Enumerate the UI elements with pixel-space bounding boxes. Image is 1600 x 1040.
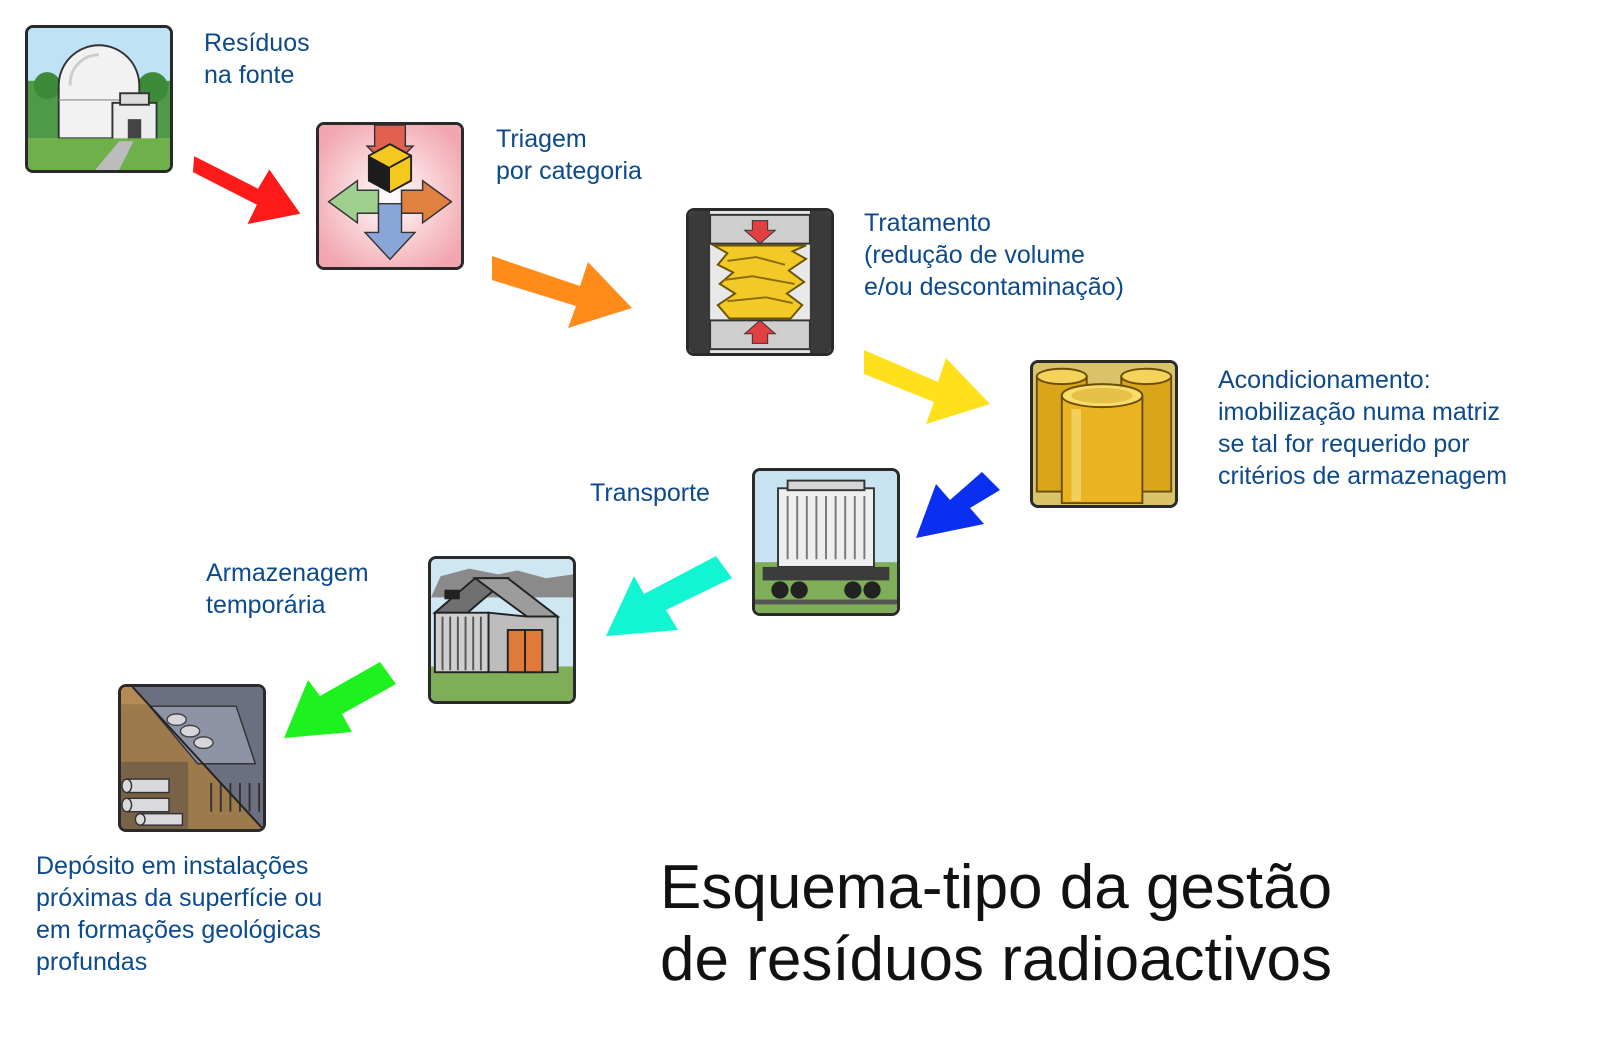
step-label-treatment: Tratamento (redução de volume e/ou desco… — [864, 207, 1124, 303]
label-line: imobilização numa matriz — [1218, 398, 1501, 426]
arrow-treatment-to-conditioning — [864, 350, 990, 424]
label-line: Transporte — [590, 479, 710, 507]
label-line: Depósito em instalações — [36, 852, 309, 880]
label-line: em formações geológicas — [36, 916, 321, 944]
nuclear-plant-icon — [28, 28, 170, 170]
title-line: Esquema-tipo da gestão — [660, 853, 1333, 922]
arrow-sorting-to-treatment — [492, 256, 632, 328]
tile-conditioning — [1030, 360, 1178, 508]
label-line: Triagem — [496, 125, 587, 153]
title-line: de resíduos radioactivos — [660, 925, 1333, 994]
arrow-source-to-sorting — [192, 156, 301, 225]
arrow-conditioning-to-transport — [916, 472, 1000, 538]
tile-treatment — [686, 208, 834, 356]
label-line: Resíduos — [204, 29, 310, 57]
arrow-storage-to-disposal — [284, 662, 396, 738]
arrow-shape — [192, 156, 301, 225]
rail-wagon-icon — [755, 471, 897, 613]
tile-transport — [752, 468, 900, 616]
drums-icon — [1033, 363, 1175, 505]
step-label-source: Resíduos na fonte — [204, 27, 310, 91]
label-line: Armazenagem — [206, 559, 369, 587]
step-label-disposal: Depósito em instalações próximas da supe… — [36, 850, 322, 978]
label-line: Tratamento — [864, 209, 991, 237]
label-line: critérios de armazenagem — [1218, 462, 1508, 490]
arrow-shape — [284, 662, 396, 738]
step-label-storage: Armazenagem temporária — [206, 557, 369, 621]
label-line: (redução de volume — [864, 241, 1085, 269]
arrow-shape — [864, 350, 990, 424]
label-line: temporária — [206, 591, 326, 619]
geological-repository-icon — [121, 687, 263, 829]
label-line: se tal for requerido por — [1218, 430, 1470, 458]
tile-storage — [428, 556, 576, 704]
arrow-shape — [916, 472, 1000, 538]
sorting-arrows-icon — [319, 125, 461, 267]
label-line: Acondicionamento: — [1218, 366, 1431, 394]
tile-source — [25, 25, 173, 173]
compaction-press-icon — [689, 211, 831, 353]
label-line: e/ou descontaminação) — [864, 273, 1124, 301]
tile-sorting — [316, 122, 464, 270]
label-line: profundas — [36, 948, 148, 976]
step-label-transport: Transporte — [590, 477, 710, 509]
warehouse-icon — [431, 559, 573, 701]
diagram-title: Esquema-tipo da gestão de resíduos radio… — [660, 852, 1332, 996]
arrow-shape — [606, 556, 732, 636]
tile-disposal — [118, 684, 266, 832]
arrow-transport-to-storage — [606, 556, 732, 636]
label-line: próximas da superfície ou — [36, 884, 323, 912]
step-label-conditioning: Acondicionamento: imobilização numa matr… — [1218, 364, 1507, 492]
label-line: por categoria — [496, 157, 642, 185]
label-line: na fonte — [204, 61, 295, 89]
arrow-shape — [492, 256, 632, 328]
step-label-sorting: Triagem por categoria — [496, 123, 642, 187]
